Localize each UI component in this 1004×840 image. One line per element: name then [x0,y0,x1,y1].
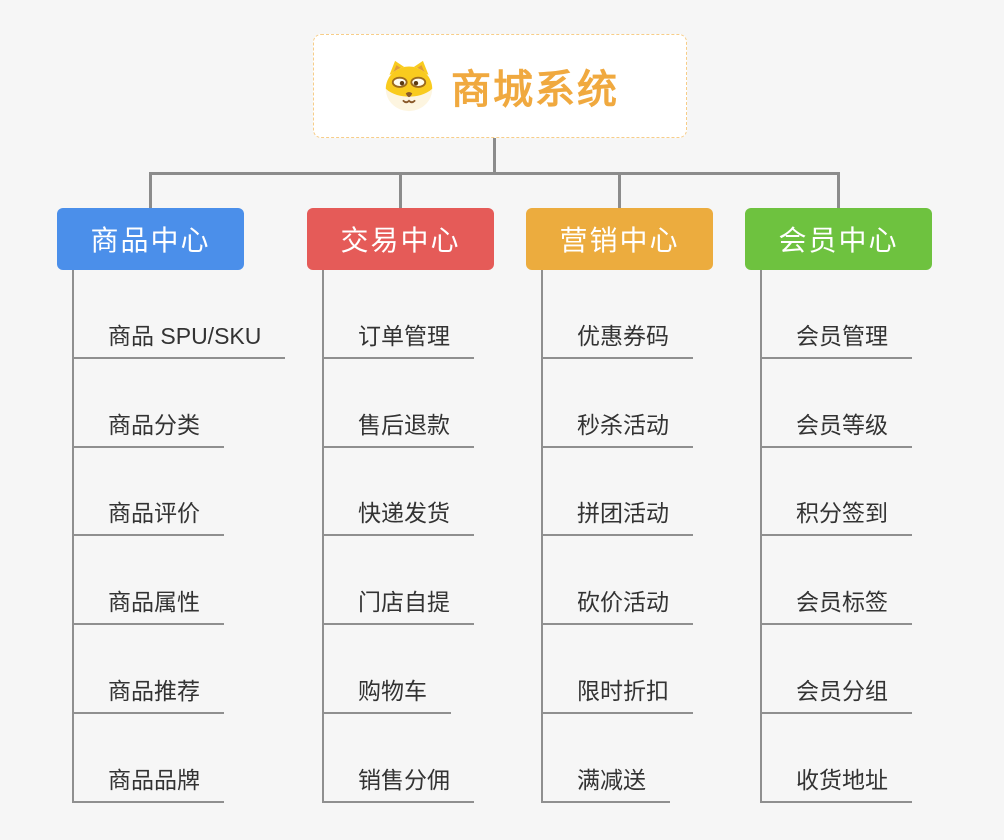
branch-item[interactable]: 商品推荐 [72,672,224,714]
branch-item-row: 商品评价 [72,448,307,537]
branch-item-row: 会员等级 [760,359,995,448]
branch-item[interactable]: 商品 SPU/SKU [72,317,286,359]
branch-trunk-line [72,270,74,803]
branch-item[interactable]: 销售分佣 [322,761,474,803]
branch-item[interactable]: 商品分类 [72,406,224,448]
branch-item[interactable]: 售后退款 [322,406,474,448]
connector-drop [398,172,402,210]
branch-item[interactable]: 砍价活动 [541,583,693,626]
branch-item[interactable]: 商品品牌 [72,761,224,803]
branch-item-row: 售后退款 [322,359,557,448]
branch-items: 会员管理会员等级积分签到会员标签会员分组收货地址 [760,270,995,803]
branch-item-row: 商品 SPU/SKU [72,270,307,359]
branch-item[interactable]: 拼团活动 [541,494,693,537]
branch-item-row: 销售分佣 [322,714,557,803]
branch-item[interactable]: 快递发货 [322,494,474,537]
branch-item[interactable]: 会员标签 [760,583,912,626]
branch-item[interactable]: 会员分组 [760,672,912,714]
root-node[interactable]: 商城系统 [313,34,687,138]
branch-item-row: 订单管理 [322,270,557,359]
branch-items: 订单管理售后退款快递发货门店自提购物车销售分佣 [322,270,557,803]
branch-item[interactable]: 商品属性 [72,583,224,626]
branches-horizontal-connector [149,172,840,175]
branch-item[interactable]: 订单管理 [322,317,474,359]
branch-label: 营销中心 [559,225,680,256]
branch-item-row: 商品推荐 [72,625,307,714]
branch-item-row: 快递发货 [322,448,557,537]
branch-column: 会员中心 会员管理会员等级积分签到会员标签会员分组收货地址 [745,208,995,803]
branch-item-row: 拼团活动 [541,448,776,537]
branch-item[interactable]: 限时折扣 [541,672,693,714]
branch-item[interactable]: 购物车 [322,672,451,714]
branch-item-row: 满减送 [541,714,776,803]
branch-item[interactable]: 收货地址 [760,761,912,803]
root-stem-connector [493,138,496,175]
branch-item[interactable]: 门店自提 [322,583,474,626]
branch-items: 商品 SPU/SKU 商品分类商品评价商品属性商品推荐商品品牌 [72,270,307,803]
branch-column: 营销中心 优惠券码秒杀活动拼团活动砍价活动限时折扣满减送 [526,208,776,803]
branch-node[interactable]: 交易中心 [307,208,494,270]
branch-node[interactable]: 会员中心 [745,208,932,270]
branch-items: 优惠券码秒杀活动拼团活动砍价活动限时折扣满减送 [541,270,776,803]
branch-item-row: 商品属性 [72,536,307,626]
connector-drop [148,172,152,210]
connector-drop [836,172,840,210]
branch-label: 商品中心 [90,225,211,256]
branch-column: 交易中心 订单管理售后退款快递发货门店自提购物车销售分佣 [307,208,557,803]
branch-item-row: 会员分组 [760,625,995,714]
branch-trunk-line [322,270,324,803]
branch-item-row: 购物车 [322,625,557,714]
branch-item-row: 商品分类 [72,359,307,448]
branch-item-row: 优惠券码 [541,270,776,359]
branch-item-row: 收货地址 [760,714,995,803]
branch-trunk-line [760,270,762,803]
branch-node[interactable]: 商品中心 [57,208,244,270]
branch-item[interactable]: 积分签到 [760,494,912,537]
branch-item-row: 会员管理 [760,270,995,359]
branch-item[interactable]: 会员等级 [760,406,912,448]
branch-item[interactable]: 商品评价 [72,494,224,537]
connector-drop [617,172,621,210]
branch-item-row: 秒杀活动 [541,359,776,448]
branch-item[interactable]: 满减送 [541,761,670,803]
branch-item[interactable]: 会员管理 [760,317,912,359]
branch-item-row: 门店自提 [322,536,557,626]
shiba-dog-icon [381,60,437,112]
branch-item-row: 商品品牌 [72,714,307,803]
root-title: 商城系统 [451,68,619,112]
branch-node[interactable]: 营销中心 [526,208,713,270]
branch-label: 会员中心 [778,225,899,256]
branch-item-row: 会员标签 [760,536,995,626]
branch-label: 交易中心 [340,225,461,256]
branch-item[interactable]: 秒杀活动 [541,406,693,448]
branch-item-row: 砍价活动 [541,536,776,626]
branch-column: 商品中心 商品 SPU/SKU 商品分类商品评价商品属性商品推荐商品品牌 [57,208,307,803]
branch-item[interactable]: 优惠券码 [541,317,693,359]
branch-item-row: 积分签到 [760,448,995,537]
branch-item-row: 限时折扣 [541,625,776,714]
branch-trunk-line [541,270,543,803]
